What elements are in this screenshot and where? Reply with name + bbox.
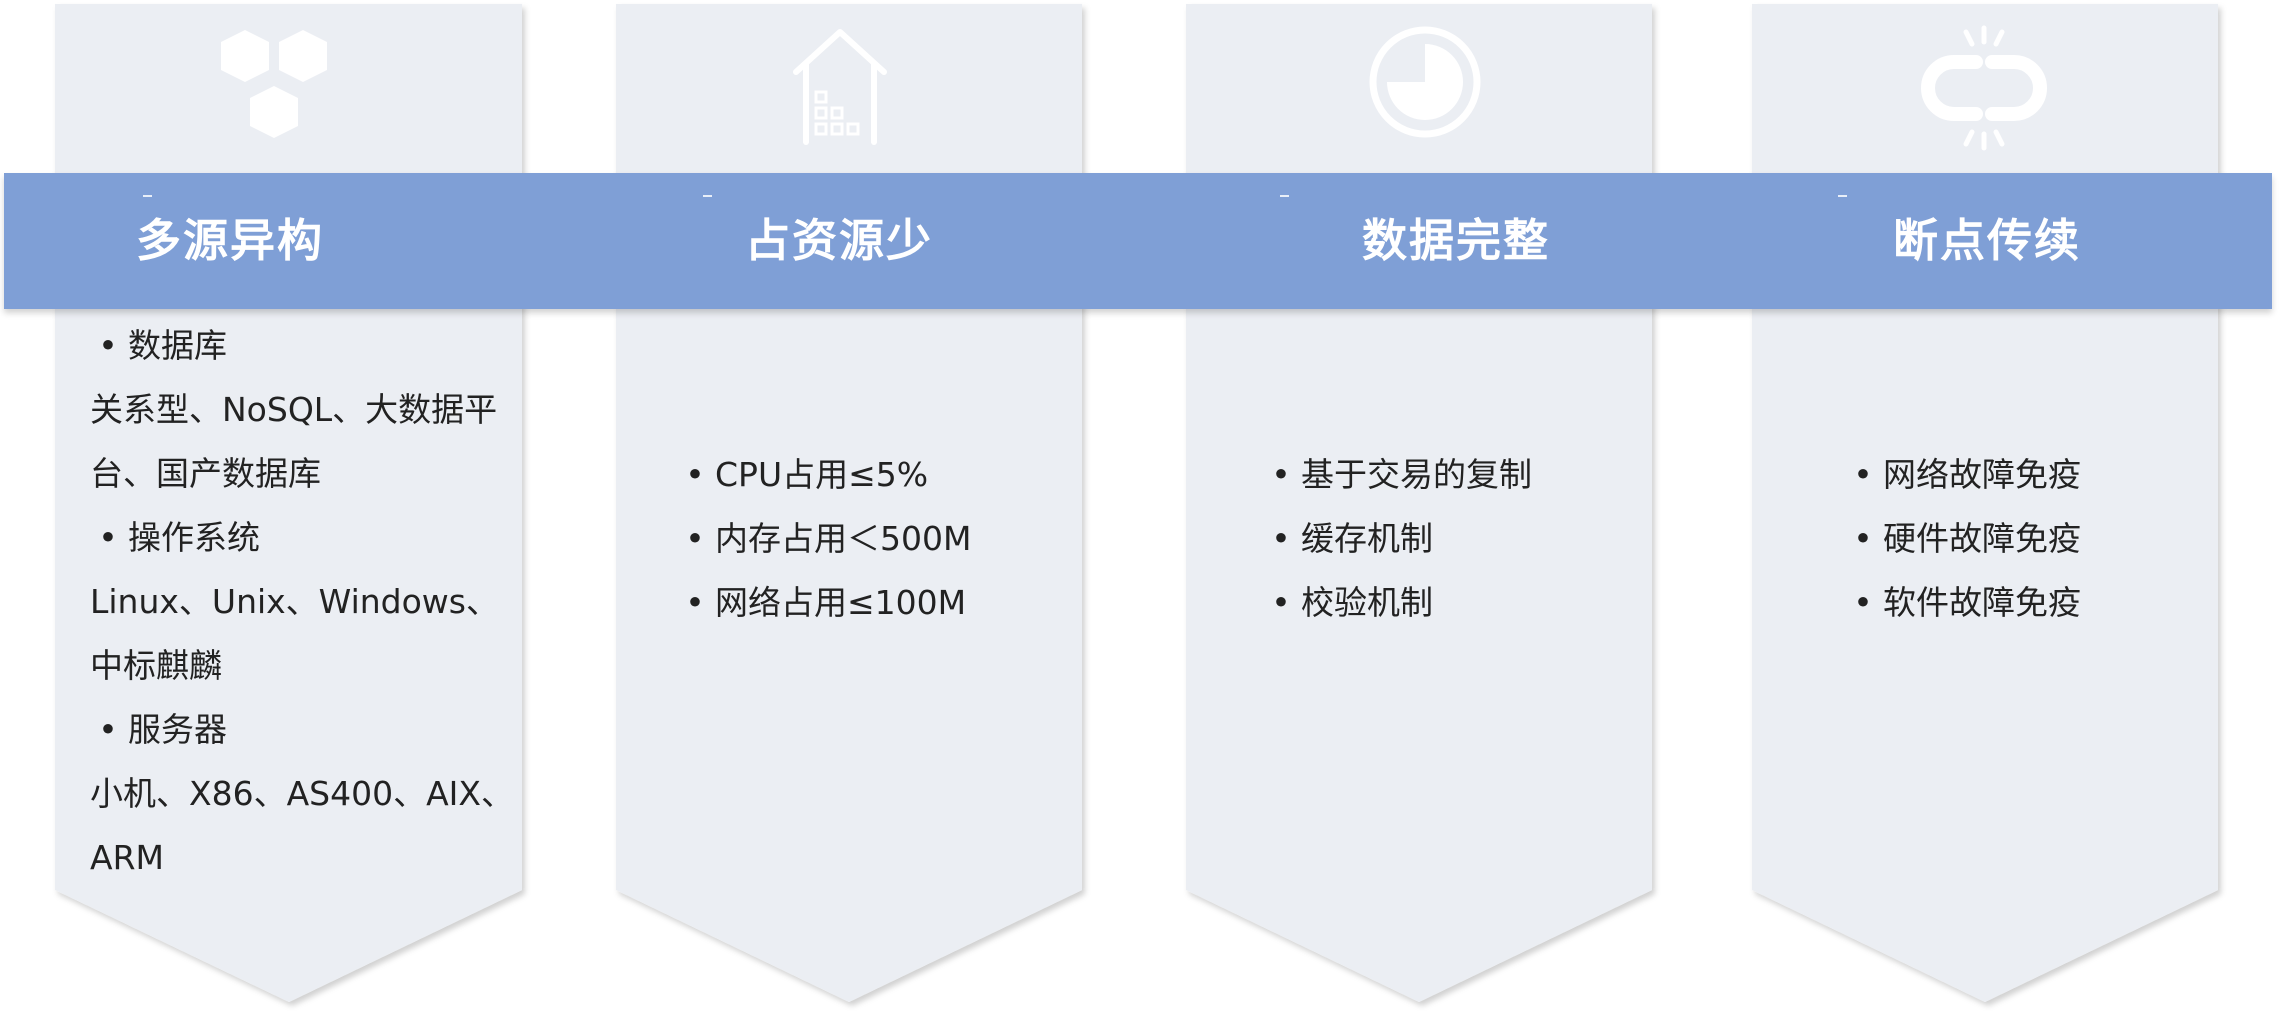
band-dash-1 xyxy=(143,195,152,197)
building-icon xyxy=(793,29,887,145)
bullet-item: 网络故障免疫 xyxy=(1845,443,2081,507)
band-dash-2 xyxy=(703,195,712,197)
list-item-text: 中标麒麟 xyxy=(90,646,222,685)
bullet-item: 数据库 xyxy=(90,314,514,378)
list-item-text: ARM xyxy=(90,838,164,877)
list-item-text: Linux、Unix、Windows、 xyxy=(90,582,499,621)
title-band xyxy=(4,173,2272,309)
band-dash-4 xyxy=(1838,195,1847,197)
hexagon-cluster-icon xyxy=(221,30,327,138)
bullet-item: 软件故障免疫 xyxy=(1845,571,2081,635)
bullet-item: 基于交易的复制 xyxy=(1263,443,1532,507)
bullet-item: 硬件故障免疫 xyxy=(1845,507,2081,571)
card-content-2: CPU占用≤5%内存占用＜500M网络占用≤100M xyxy=(677,443,971,635)
card-title-2: 占资源少 xyxy=(745,214,934,267)
bullet-item: 内存占用＜500M xyxy=(677,507,971,571)
list-item-text: 台、国产数据库 xyxy=(90,454,321,493)
card-content-3: 基于交易的复制缓存机制校验机制 xyxy=(1263,443,1532,635)
list-item-text: 关系型、NoSQL、大数据平 xyxy=(90,390,498,429)
bullet-item: 服务器 xyxy=(90,698,514,762)
card-title-1: 多源异构 xyxy=(136,214,325,267)
bullet-item: 缓存机制 xyxy=(1263,507,1532,571)
bullet-item: 校验机制 xyxy=(1263,571,1532,635)
pie-chart-icon xyxy=(1369,26,1481,138)
bullet-item: 操作系统 xyxy=(90,506,514,570)
broken-link-icon xyxy=(1921,25,2047,151)
list-item-text: 小机、X86、AS400、AIX、 xyxy=(90,774,515,813)
card-content-4: 网络故障免疫硬件故障免疫软件故障免疫 xyxy=(1845,443,2081,635)
card-title-3: 数据完整 xyxy=(1362,214,1551,267)
card-title-4: 断点传续 xyxy=(1893,214,2082,267)
bullet-item: 网络占用≤100M xyxy=(677,571,971,635)
bullet-item: CPU占用≤5% xyxy=(677,443,971,507)
band-dash-3 xyxy=(1280,195,1289,197)
